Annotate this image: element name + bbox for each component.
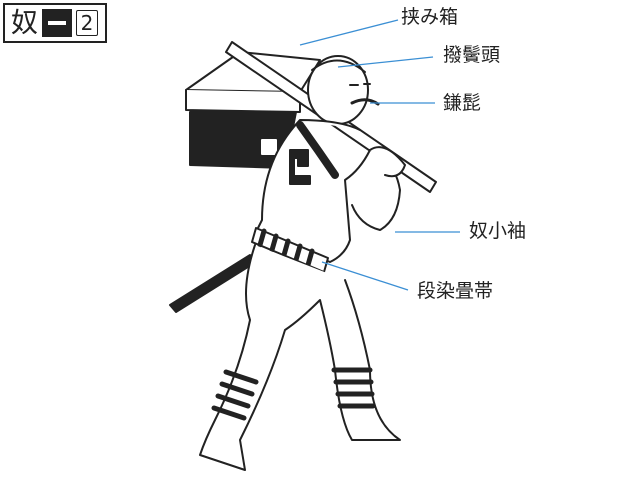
leader-line-hasamibako <box>299 19 399 46</box>
leader-lines <box>299 19 460 291</box>
badge-kanji: 奴 <box>11 7 38 39</box>
label-bachibinatama: 撥鬢頭 <box>443 44 501 66</box>
figure-badge: 奴 2 <box>3 3 107 43</box>
badge-number: 2 <box>76 10 98 36</box>
label-kamahige: 鎌髭 <box>443 92 482 114</box>
label-dansome-tatamiobi: 段染畳帯 <box>417 280 494 302</box>
label-yakkokosode: 奴小袖 <box>469 220 527 242</box>
leader-line-bachibinatama <box>337 56 434 68</box>
badge-dash-mark <box>42 9 72 37</box>
sword <box>169 254 257 313</box>
label-hasamibako: 挟み箱 <box>401 6 459 28</box>
leader-line-obi <box>321 261 409 291</box>
